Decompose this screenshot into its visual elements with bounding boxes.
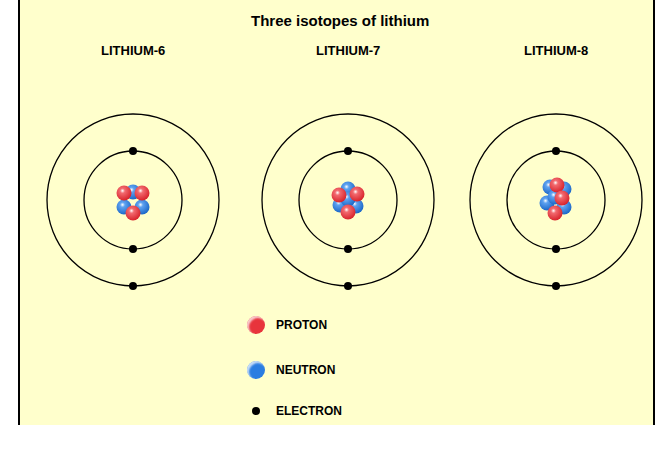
diagram-title: Three isotopes of lithium	[251, 12, 429, 29]
electron-shells	[47, 114, 642, 286]
isotope-label: LITHIUM-6	[101, 43, 165, 58]
isotope-label: LITHIUM-8	[524, 43, 588, 58]
legend-text: ELECTRON	[276, 404, 342, 418]
nucleus-li7	[332, 182, 365, 220]
legend-swatch	[252, 407, 260, 415]
electrons	[129, 147, 560, 290]
legend-swatch	[247, 361, 265, 379]
legend-text: PROTON	[276, 318, 327, 332]
isotope-label: LITHIUM-7	[316, 43, 380, 58]
legend-swatch	[247, 316, 265, 334]
nucleus-li8	[540, 178, 572, 221]
nucleus-li6	[117, 185, 150, 221]
legend-text: NEUTRON	[276, 363, 335, 377]
